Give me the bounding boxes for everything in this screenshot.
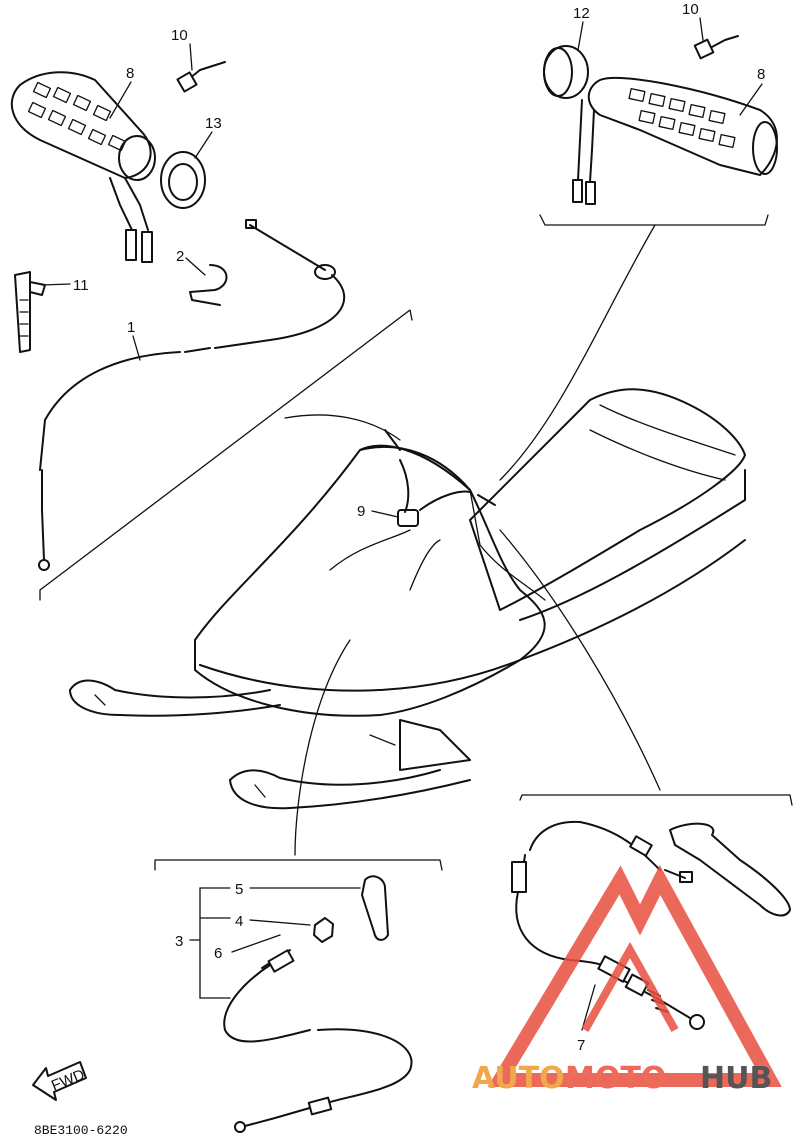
leader-bottom-left bbox=[294, 639, 351, 856]
leader-left-cable bbox=[284, 414, 401, 441]
wordmark-moto: MOTO bbox=[565, 1061, 666, 1096]
label-13: 13 bbox=[205, 115, 222, 132]
wordmark-hub: HUB bbox=[700, 1061, 772, 1096]
diagram-code: 8BE3100-6220 bbox=[34, 1123, 128, 1138]
wordmark-auto: AUTO bbox=[472, 1061, 565, 1096]
brake-cable-assembly bbox=[511, 820, 791, 1031]
label-10-left: 10 bbox=[171, 27, 188, 44]
label-1: 1 bbox=[127, 319, 135, 336]
callout-frame-left bbox=[39, 309, 413, 601]
snowmobile-body bbox=[69, 388, 746, 810]
callout-frame-bottom-left bbox=[154, 859, 443, 871]
leader-right-grip bbox=[499, 224, 656, 481]
label-7: 7 bbox=[577, 1037, 585, 1054]
left-grip-assembly bbox=[10, 61, 228, 353]
callout-frame-bottom-right bbox=[519, 794, 793, 806]
label-4: 4 bbox=[235, 913, 243, 930]
label-2: 2 bbox=[176, 248, 184, 265]
label-11: 11 bbox=[73, 277, 89, 294]
callout-frame-right bbox=[539, 214, 769, 226]
automotohub-wordmark: AUTO MOTO HUB bbox=[472, 1061, 772, 1096]
fwd-arrow: FWD bbox=[32, 1061, 87, 1101]
throttle-cable bbox=[38, 219, 346, 571]
label-12: 12 bbox=[573, 5, 590, 22]
label-8-left: 8 bbox=[126, 65, 134, 82]
automotohub-logo bbox=[487, 864, 782, 1087]
label-6: 6 bbox=[214, 945, 222, 962]
choke-cable-assembly bbox=[189, 875, 413, 1133]
fwd-label: FWD bbox=[49, 1066, 87, 1095]
label-8-right: 8 bbox=[757, 66, 765, 83]
handlebar-clamp bbox=[384, 429, 496, 527]
right-grip-assembly bbox=[543, 35, 778, 205]
label-5: 5 bbox=[235, 881, 243, 898]
label-3: 3 bbox=[175, 933, 183, 950]
leader-bottom-right bbox=[499, 529, 661, 791]
label-10-right: 10 bbox=[682, 1, 699, 18]
label-9: 9 bbox=[357, 503, 365, 520]
callout-labels: 8 10 13 2 11 1 12 10 8 9 5 4 3 6 7 bbox=[41, 1, 765, 1054]
